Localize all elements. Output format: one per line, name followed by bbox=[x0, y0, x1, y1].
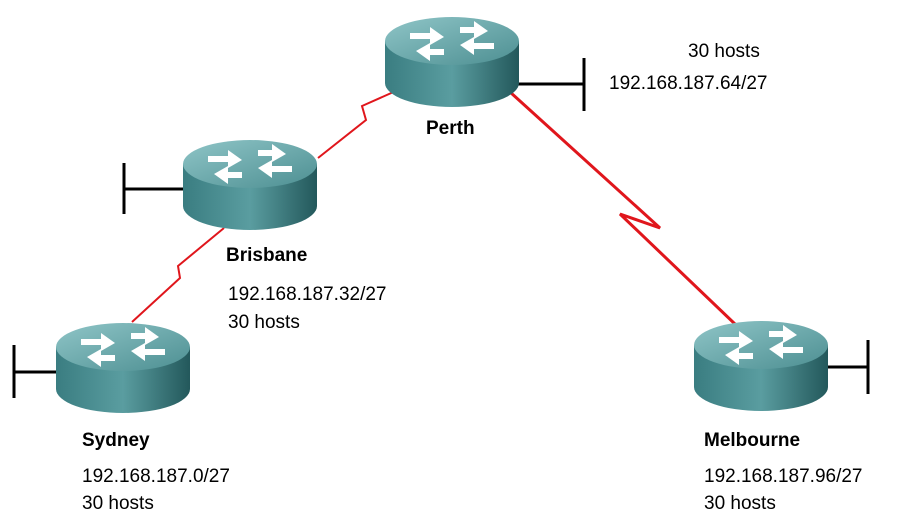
subnet-hosts-sydney: 30 hosts bbox=[82, 493, 154, 514]
lan-segment-melbourne bbox=[820, 340, 870, 394]
subnet-network-brisbane: 192.168.187.32/27 bbox=[228, 284, 387, 305]
router-icon-perth bbox=[385, 17, 519, 107]
wan-link-sydney-brisbane bbox=[131, 227, 225, 323]
wan-link-perth-melbourne bbox=[508, 90, 738, 327]
subnet-network-melbourne: 192.168.187.96/27 bbox=[704, 466, 863, 487]
wan-link-brisbane-perth bbox=[317, 89, 399, 159]
subnet-network-sydney: 192.168.187.0/27 bbox=[82, 466, 230, 487]
router-name-brisbane: Brisbane bbox=[226, 245, 308, 266]
subnet-hosts-brisbane: 30 hosts bbox=[228, 312, 300, 333]
router-icon-melbourne bbox=[694, 321, 828, 411]
subnet-hosts-melbourne: 30 hosts bbox=[704, 493, 776, 514]
lan-segment-perth bbox=[506, 58, 586, 111]
router-icon-sydney bbox=[56, 323, 190, 413]
router-name-sydney: Sydney bbox=[82, 430, 150, 451]
subnet-network-perth: 192.168.187.64/27 bbox=[609, 73, 768, 94]
lan-segment-sydney bbox=[12, 345, 58, 398]
router-name-melbourne: Melbourne bbox=[704, 430, 801, 451]
router-icon-brisbane bbox=[183, 140, 317, 230]
lan-segment-brisbane bbox=[122, 163, 186, 214]
router-name-perth: Perth bbox=[426, 118, 475, 139]
subnet-hosts-perth: 30 hosts bbox=[688, 41, 760, 62]
